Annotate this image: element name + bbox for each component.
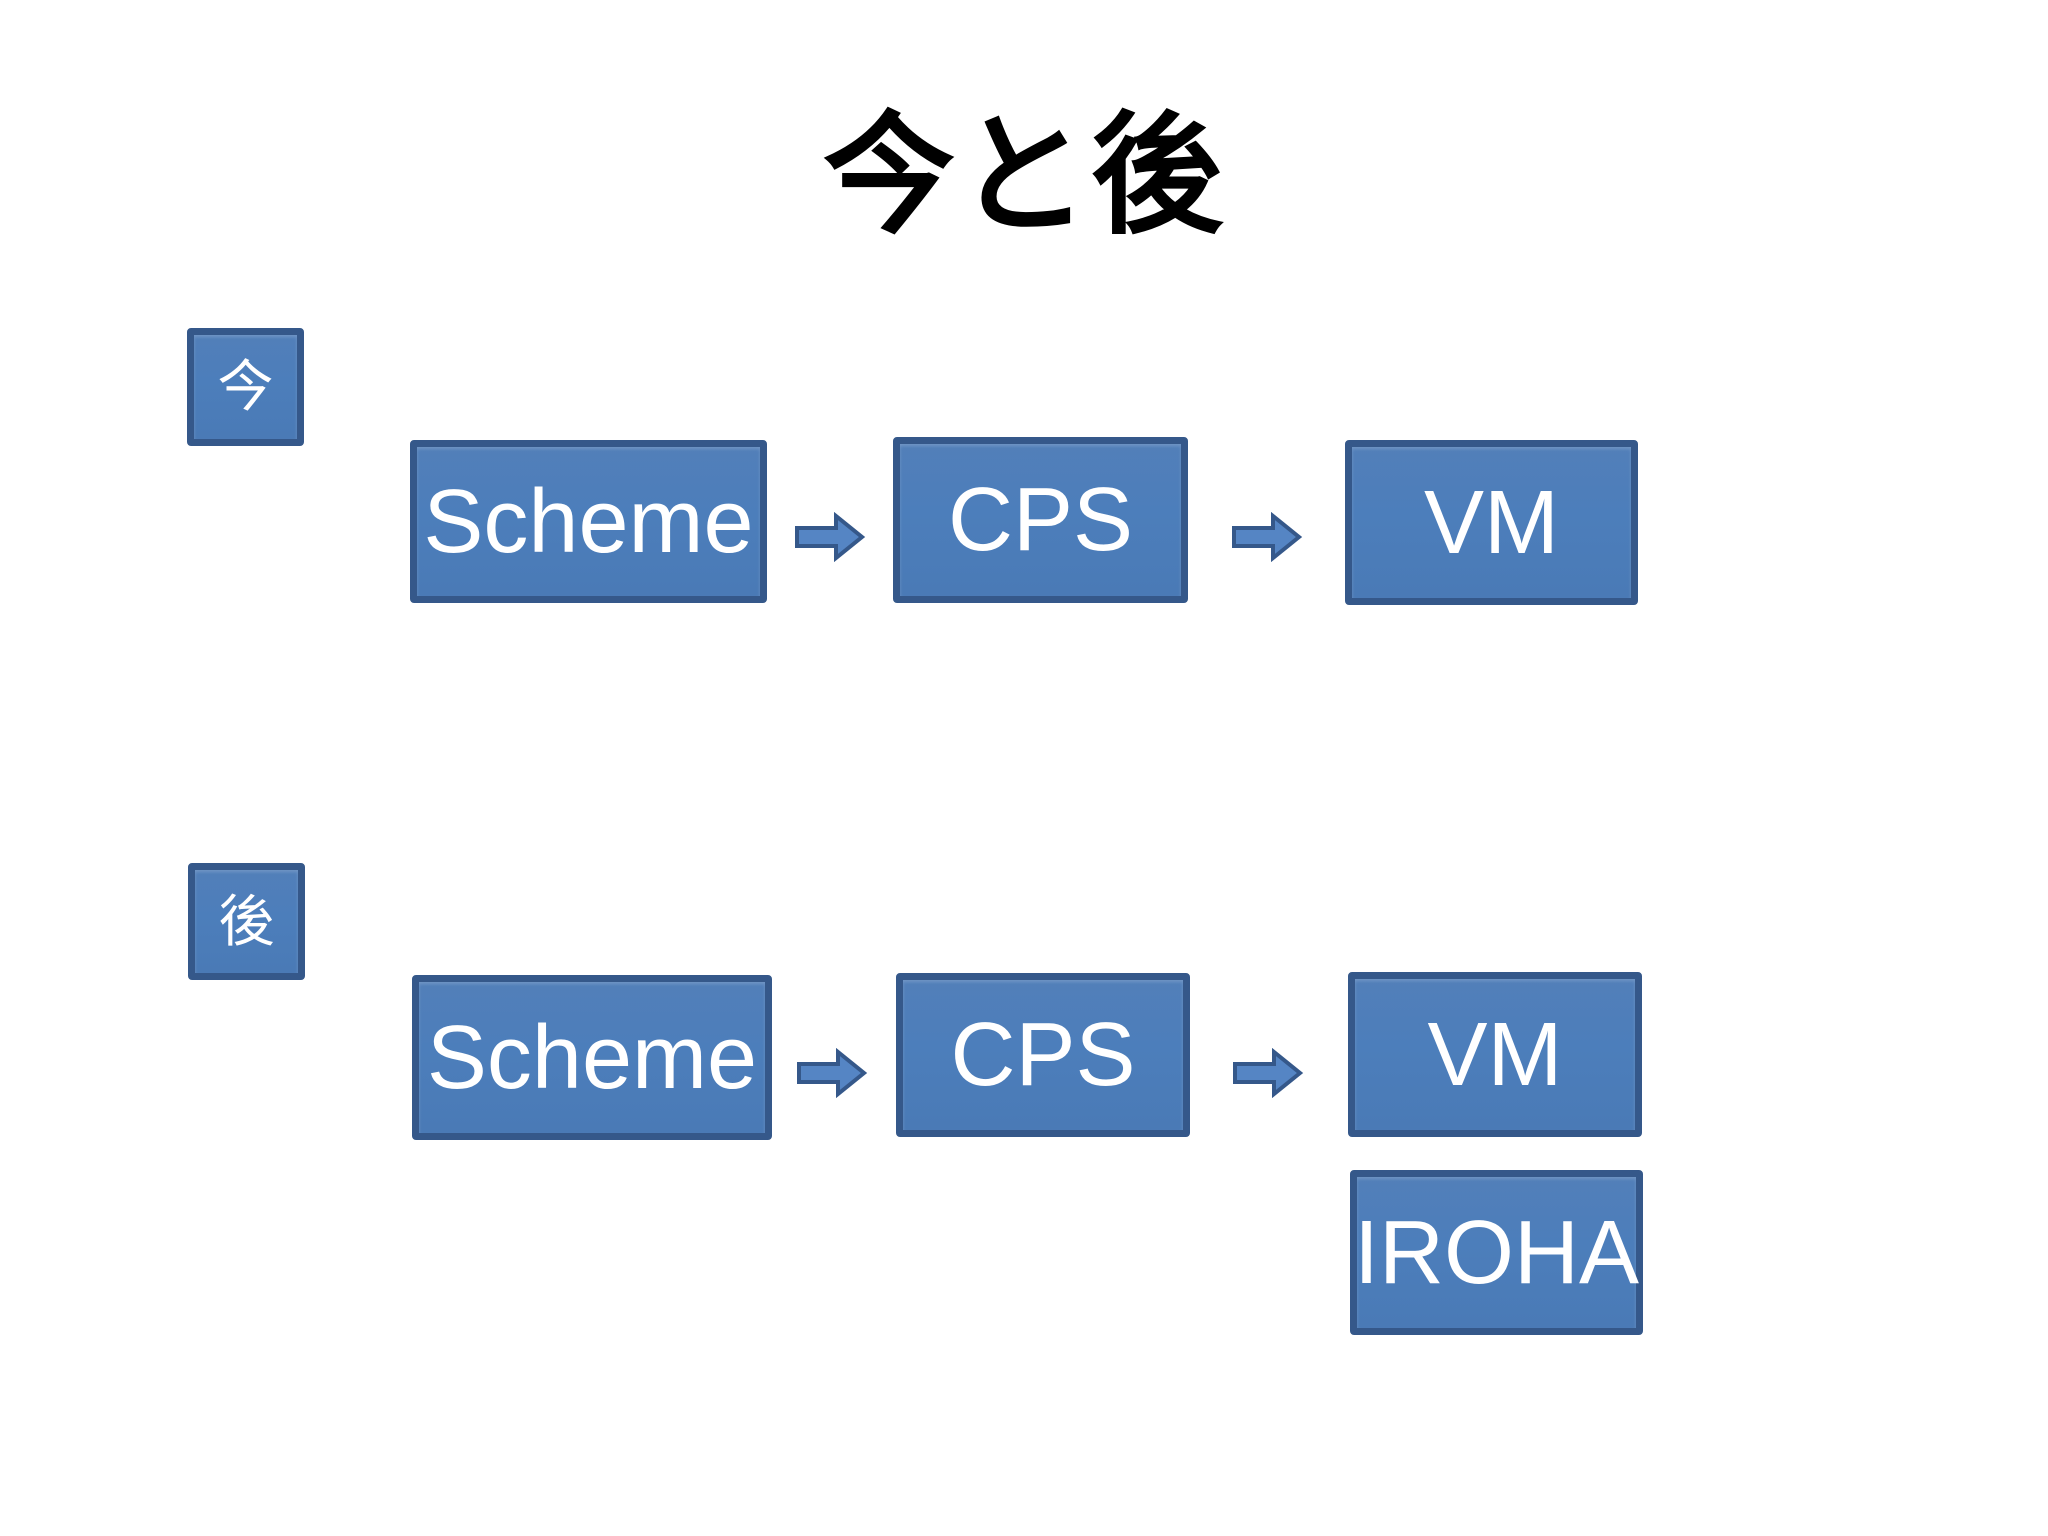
node-cps-after: CPS — [896, 973, 1190, 1137]
node-iroha-after: IROHA — [1350, 1170, 1643, 1335]
arrow-right-icon — [1232, 512, 1303, 562]
node-vm-now-label: VM — [1424, 472, 1559, 573]
arrow-right-icon — [1233, 1048, 1304, 1098]
arrow-right-icon — [797, 1048, 868, 1098]
section-label-after: 後 — [188, 863, 305, 980]
section-label-now-text: 今 — [217, 355, 274, 418]
slide-title: 今と後 — [823, 102, 1225, 249]
node-scheme-after: Scheme — [412, 975, 772, 1140]
node-vm-after: VM — [1348, 972, 1642, 1137]
node-vm-now: VM — [1345, 440, 1638, 605]
arrow-right-icon — [795, 512, 866, 562]
node-scheme-after-label: Scheme — [426, 1007, 758, 1108]
node-scheme-now: Scheme — [410, 440, 767, 603]
node-scheme-now-label: Scheme — [423, 471, 754, 572]
node-cps-now-label: CPS — [947, 470, 1134, 570]
section-label-now: 今 — [187, 328, 304, 446]
node-cps-now: CPS — [893, 437, 1188, 603]
node-cps-after-label: CPS — [950, 1005, 1136, 1105]
node-vm-after-label: VM — [1427, 1004, 1563, 1105]
section-label-after-text: 後 — [218, 889, 275, 953]
node-iroha-after-label: IROHA — [1353, 1202, 1640, 1303]
